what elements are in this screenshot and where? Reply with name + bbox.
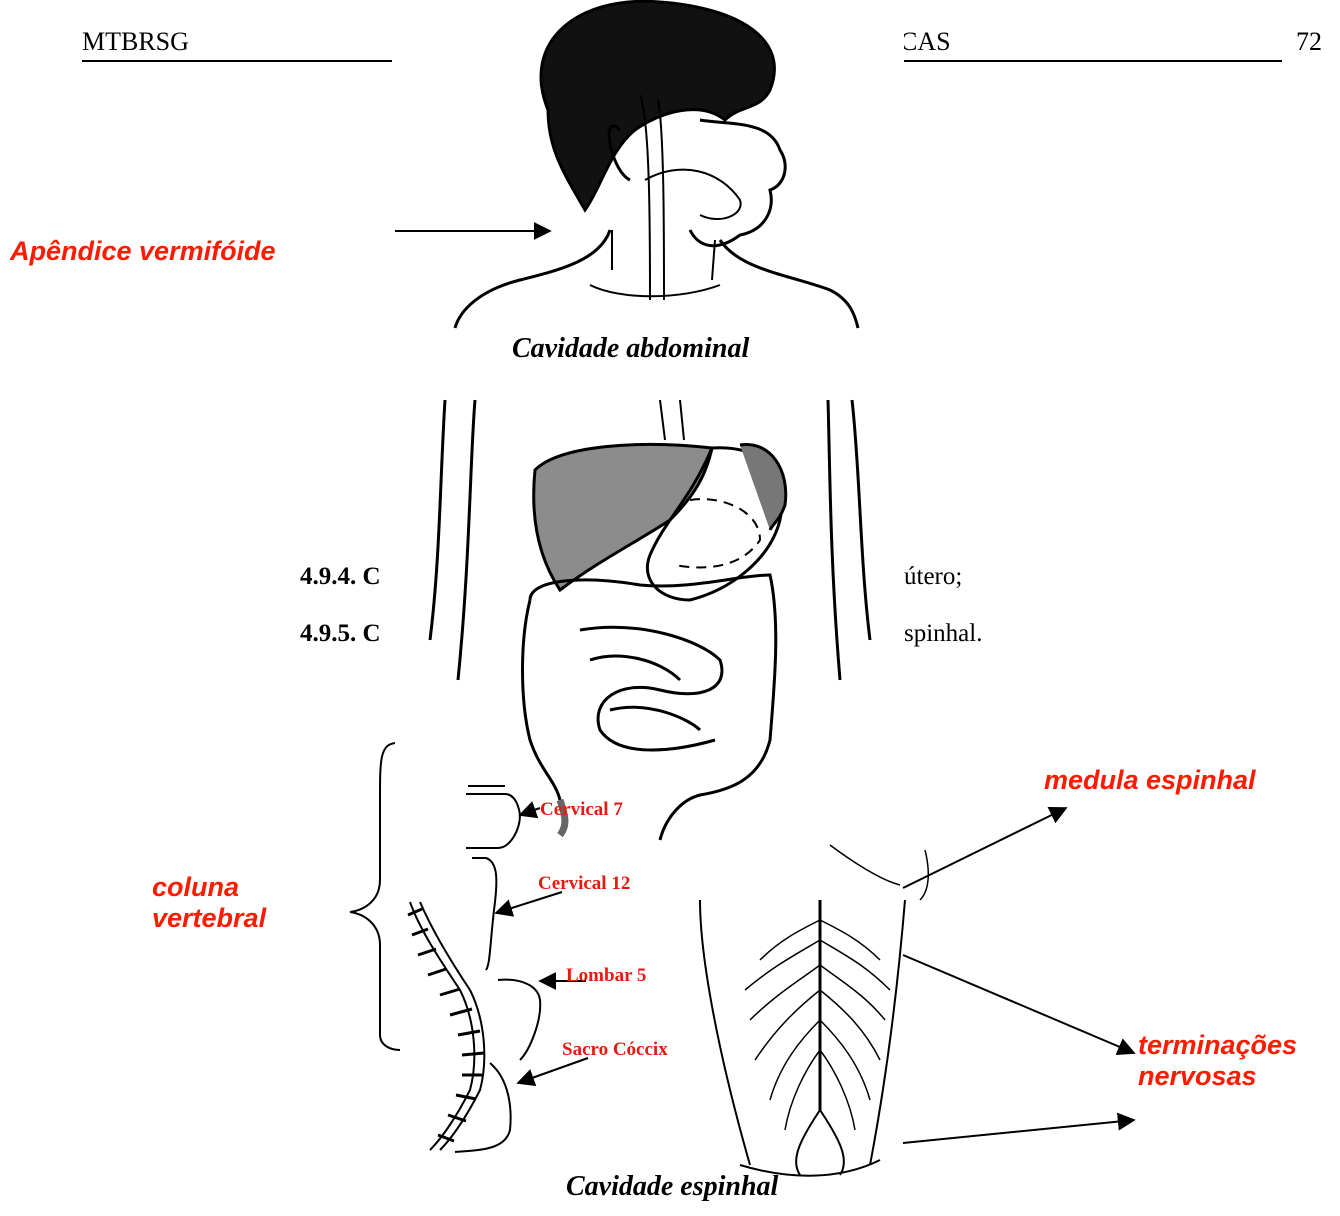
label-lumbar-5: Lombar 5 [566, 965, 646, 987]
label-sacrum-coccyx: Sacro Cóccix [562, 1039, 668, 1061]
label-nerve-endings: terminações nervosas [1138, 1030, 1297, 1092]
body-line-1-end: útero; [904, 563, 962, 591]
body-line-2-end: spinhal. [904, 620, 982, 648]
caption-abdominal: Cavidade abdominal [512, 333, 749, 365]
label-spinal-cord: medula espinhal [1044, 765, 1256, 796]
label-cervical-7: Cervical 7 [540, 799, 623, 821]
label-appendix: Apêndice vermifóide [10, 236, 276, 267]
body-line-1-start: 4.9.4. C [300, 563, 381, 591]
caption-spinal: Cavidade espinhal [566, 1171, 778, 1203]
spine-figure [408, 902, 484, 1150]
label-cervical-12: Cervical 12 [538, 873, 630, 895]
back-nerves-figure [700, 845, 928, 1176]
body-line-2-start: 4.9.5. C [300, 620, 381, 648]
label-spinal-column: coluna vertebral [152, 872, 266, 934]
